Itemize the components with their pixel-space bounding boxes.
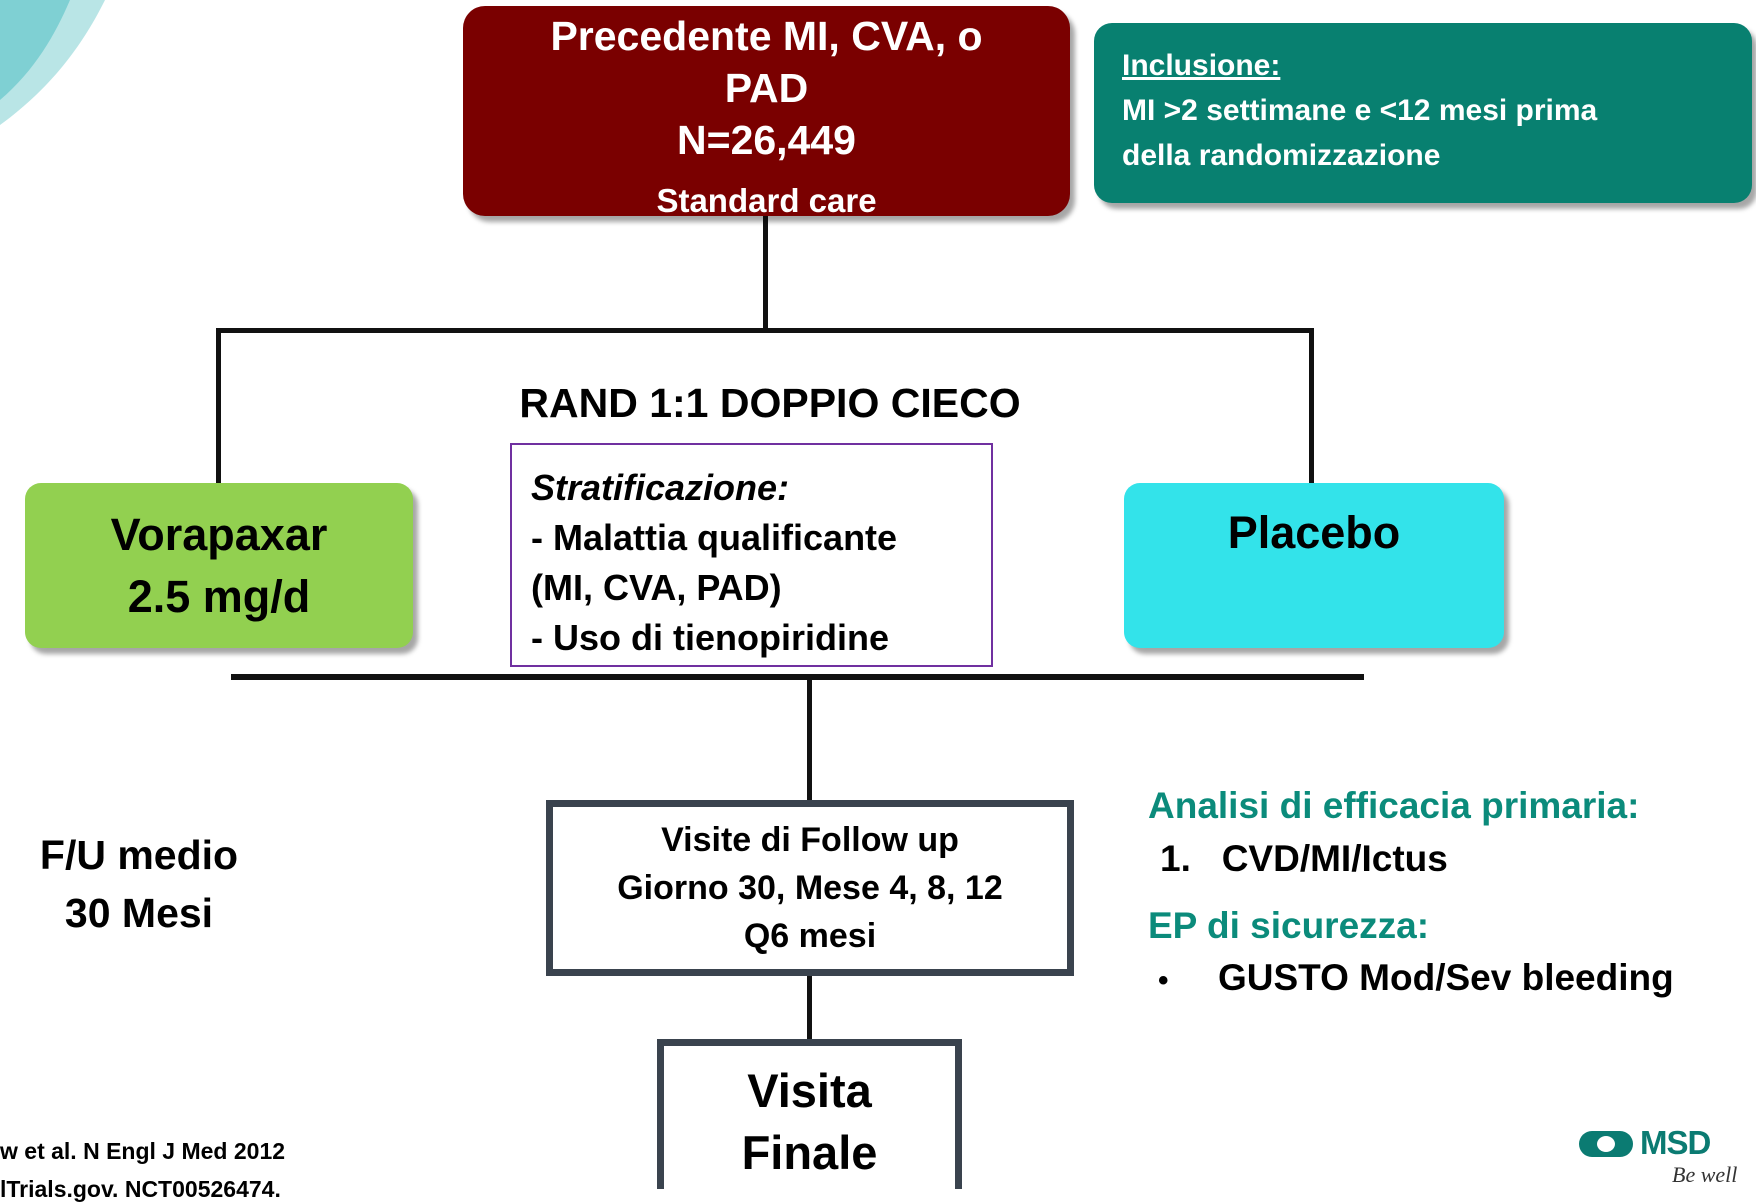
- stratification-line-3: - Uso di tienopiridine: [531, 617, 889, 658]
- randomization-label: RAND 1:1 DOPPIO CIECO: [519, 380, 1021, 426]
- followup-line-2: Giorno 30, Mese 4, 8, 12: [617, 869, 1003, 907]
- followup-line-3: Q6 mesi: [743, 917, 877, 955]
- population-count: N=26,449: [677, 117, 856, 163]
- population-line-1: Precedente MI, CVA, o: [550, 13, 983, 59]
- vorapaxar-label: Vorapaxar: [110, 508, 328, 560]
- stratification-line-1: - Malattia qualificante: [531, 517, 898, 558]
- placebo-label: Placebo: [1227, 507, 1401, 558]
- stratification-box: Stratificazione: - Malattia qualificante…: [510, 443, 993, 667]
- vorapaxar-dose: 2.5 mg/d: [127, 570, 311, 622]
- safety-endpoint-text: GUSTO Mod/Sev bleeding: [1218, 957, 1674, 998]
- msd-logo-icon: [1579, 1131, 1633, 1157]
- connector-to-final: [807, 975, 812, 1041]
- stratification-line-2: (MI, CVA, PAD): [531, 567, 782, 608]
- population-line-2: PAD: [724, 65, 809, 111]
- connector-merge-horizontal: [231, 674, 1364, 680]
- population-box: Precedente MI, CVA, o PAD N=26,449 Stand…: [463, 6, 1070, 219]
- bullet-icon: •: [1158, 964, 1169, 997]
- connector-top-horizontal: [216, 328, 1314, 333]
- median-followup-label: F/U medio 30 Mesi: [10, 826, 268, 942]
- safety-endpoint-item: • GUSTO Mod/Sev bleeding: [1158, 957, 1674, 999]
- median-followup-line-2: 30 Mesi: [64, 890, 214, 936]
- vorapaxar-arm-box: Vorapaxar 2.5 mg/d: [25, 483, 413, 648]
- msd-brand-text: MSD: [1640, 1124, 1711, 1161]
- reference-line-1: w et al. N Engl J Med 2012: [0, 1138, 286, 1164]
- msd-tagline: Be well: [1672, 1162, 1738, 1187]
- stratification-title: Stratificazione:: [531, 467, 790, 508]
- connector-to-followup: [807, 677, 812, 803]
- followup-visits-box: Visite di Follow up Giorno 30, Mese 4, 8…: [546, 800, 1074, 976]
- inclusion-line-2: della randomizzazione: [1122, 139, 1441, 172]
- standard-care-label: Standard care: [656, 182, 877, 219]
- final-visit-line-1: Visita: [747, 1064, 872, 1117]
- placebo-arm-box: Placebo: [1124, 483, 1504, 648]
- followup-line-1: Visite di Follow up: [661, 821, 959, 859]
- safety-endpoint-title: EP di sicurezza:: [1148, 905, 1430, 946]
- corner-swoosh-graphic: [0, 0, 105, 125]
- efficacy-endpoint-item: 1. CVD/MI/Ictus: [1160, 838, 1448, 879]
- final-visit-box: Visita Finale: [657, 1039, 962, 1189]
- connector-left-drop: [216, 328, 221, 484]
- reference-line-2: lTrials.gov. NCT00526474.: [0, 1176, 281, 1202]
- connector-right-drop: [1309, 328, 1314, 484]
- inclusion-box: Inclusione: MI >2 settimane e <12 mesi p…: [1094, 23, 1752, 203]
- median-followup-line-1: F/U medio: [39, 832, 239, 878]
- final-visit-line-2: Finale: [741, 1126, 878, 1179]
- connector-top-vertical: [763, 205, 768, 331]
- efficacy-endpoint-title: Analisi di efficacia primaria:: [1148, 785, 1640, 826]
- inclusion-title: Inclusione:: [1122, 49, 1281, 82]
- inclusion-line-1: MI >2 settimane e <12 mesi prima: [1122, 94, 1598, 127]
